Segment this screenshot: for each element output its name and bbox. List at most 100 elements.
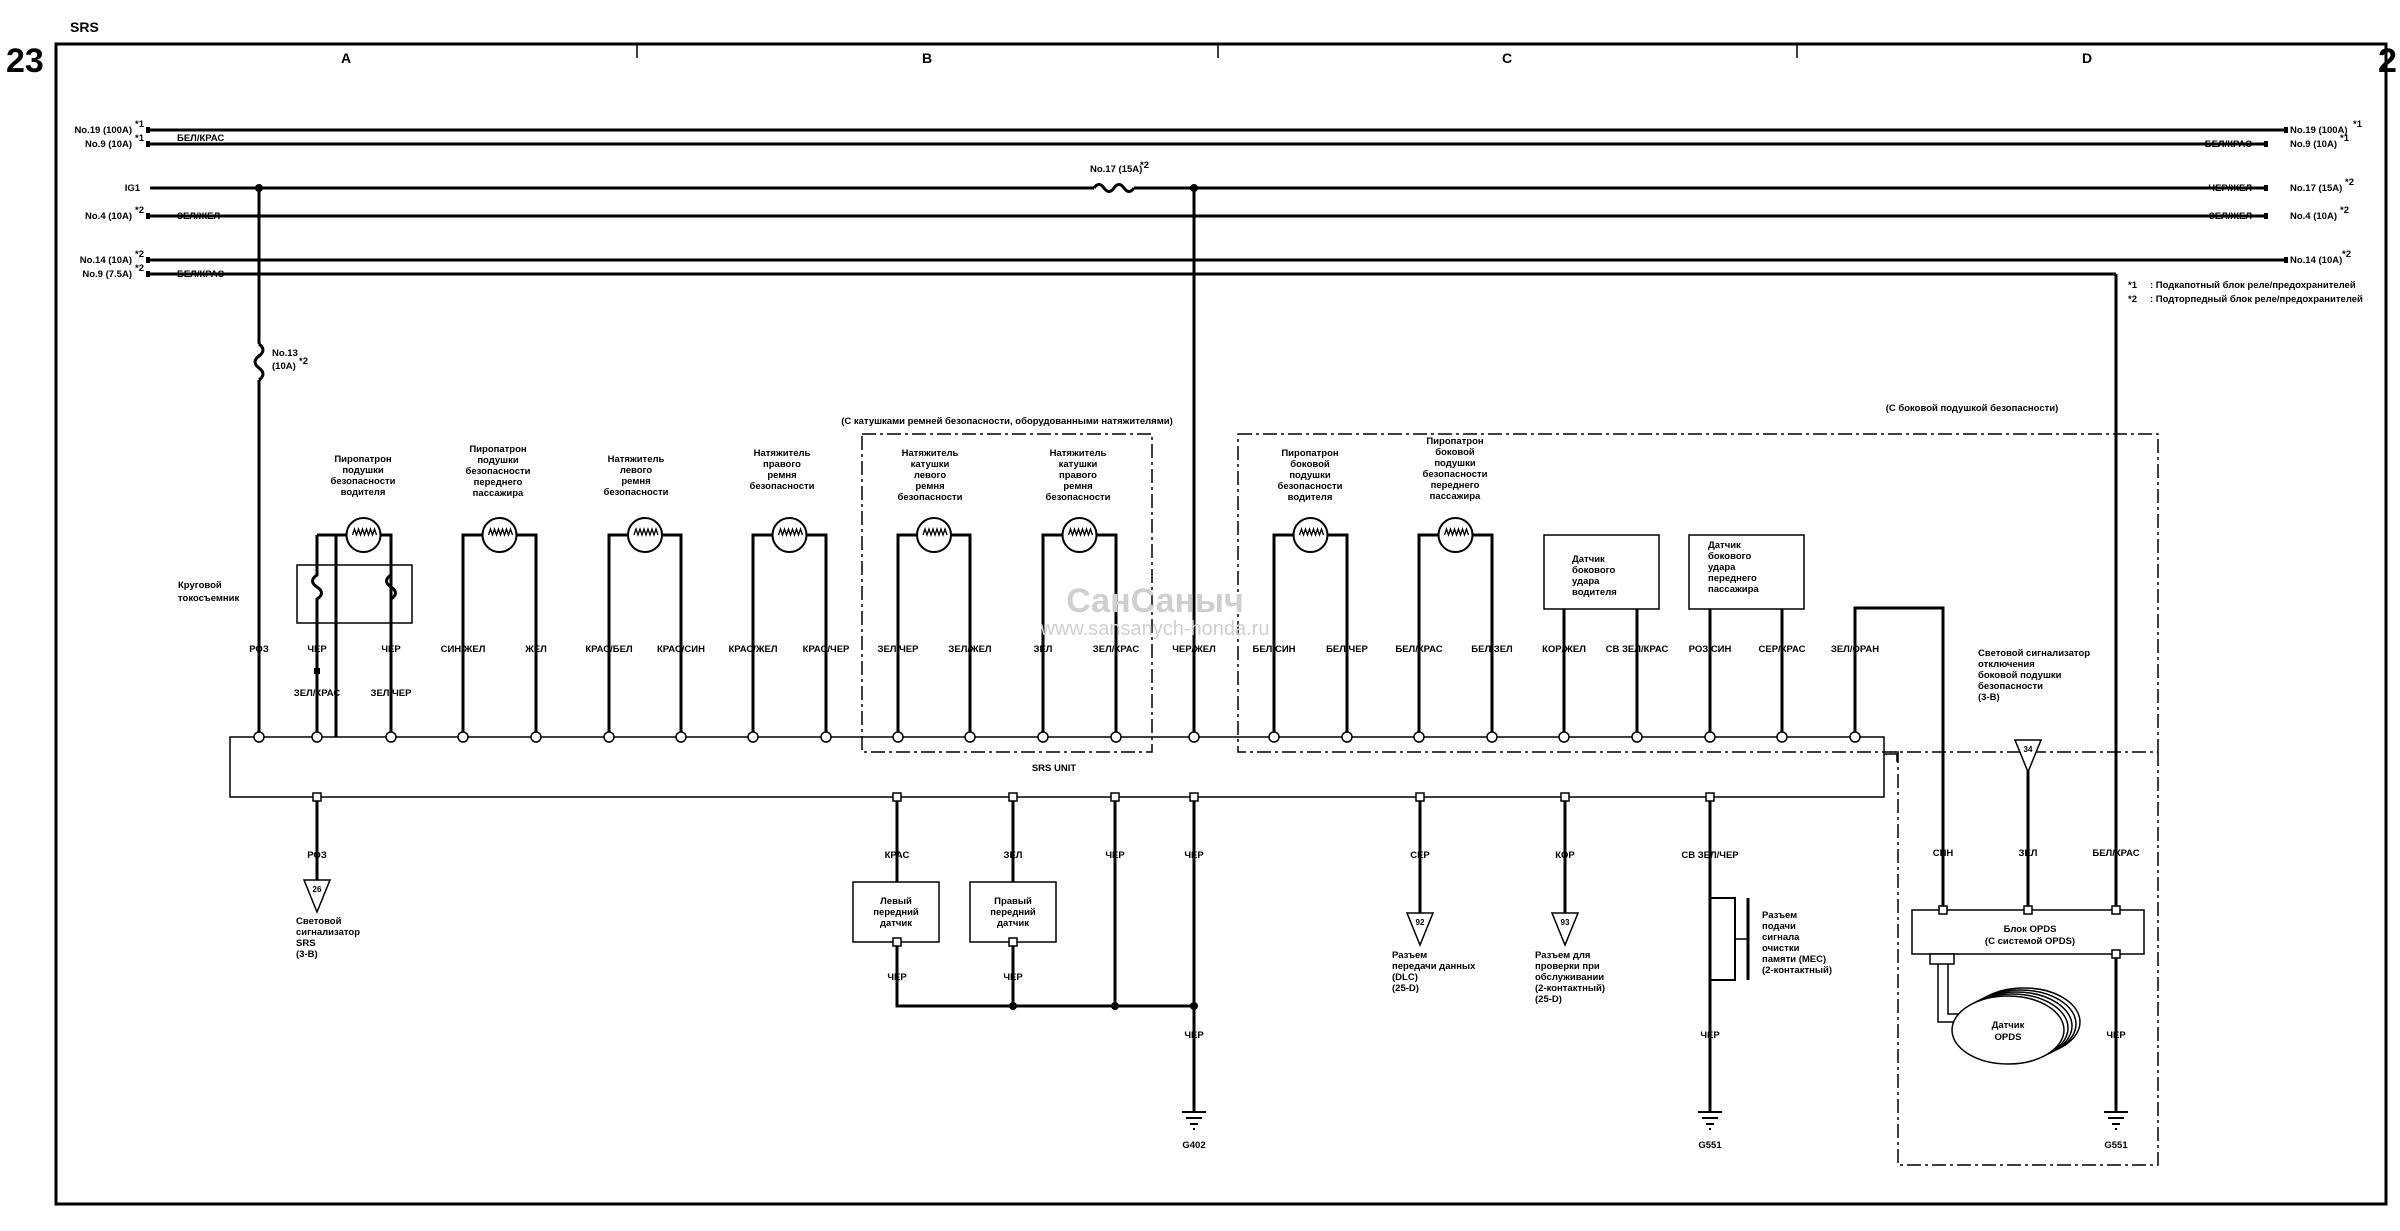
component-label: передачи данных: [1392, 961, 1476, 972]
component-label: (2-контактный): [1535, 983, 1605, 994]
component-label: Натяжитель: [1050, 448, 1107, 459]
component-label: безопасности: [604, 487, 669, 498]
clock-spring-label-2: токосъемник: [178, 593, 239, 604]
rail-right-1-note: *1: [2340, 133, 2350, 144]
component-label: подушки: [1289, 470, 1331, 481]
component-label: переднего: [474, 477, 523, 488]
component-label: подушки: [342, 465, 384, 476]
ground-g551-a: G551: [1698, 1111, 1722, 1151]
wire-label: БЕЛ/КРАС: [1395, 644, 1442, 655]
wire-label: РОЗ: [249, 644, 269, 655]
wire-label: СВ ЗЕЛ/ЧЕР: [1681, 850, 1739, 861]
connector-service-check: 93: [1550, 912, 1580, 947]
pass-side-sensor: [1688, 534, 1805, 610]
diagram-frame: [54, 42, 2388, 1206]
wire-label: СЕР/КРАС: [1759, 644, 1806, 655]
component-label: Натяжитель: [902, 448, 959, 459]
wire-label: РОЗ: [307, 850, 327, 861]
group-side-airbag-label: (С боковой подушкой безопасности): [1886, 403, 2059, 414]
opds-sensor: [1951, 987, 2081, 1065]
coil-pass-airbag: [461, 517, 538, 737]
component-label: подушки: [1434, 458, 1476, 469]
component-label: SRS: [296, 938, 316, 949]
column-label-b: B: [922, 50, 932, 66]
component-label: пассажира: [1430, 491, 1481, 502]
component-label: подачи: [1762, 921, 1796, 932]
rail-right-1-name: No.9 (10A): [2290, 139, 2337, 150]
component-label: Пиропатрон: [1426, 436, 1484, 447]
component-label: водителя: [1572, 587, 1617, 598]
column-label-d: D: [2082, 50, 2092, 66]
terminal: [892, 731, 904, 743]
wire-label: ЧЕР: [1003, 972, 1023, 983]
rail-labels-left: No.19 (100A) *1 No.9 (10A) *1 БЕЛ/КРАС I…: [74, 119, 224, 280]
driver-side-sensor: [1543, 534, 1660, 610]
component-label: боковой: [1435, 447, 1475, 458]
connector-26-num: 26: [313, 885, 322, 894]
component-label: (3-B): [1978, 692, 2000, 703]
legend-text-1: : Подкапотный блок реле/предохранителей: [2150, 280, 2356, 291]
watermark-line2: www.sansanych-honda.ru: [1039, 618, 1269, 640]
terminal: [311, 731, 323, 743]
rail-right-4-note: *2: [2342, 249, 2351, 260]
component-label: передний: [873, 907, 919, 918]
component-label: памяти (MEC): [1762, 954, 1826, 965]
wire-label: СИН/ЖЕЛ: [441, 644, 486, 655]
ground-g402: G402: [1182, 1111, 1206, 1151]
wire-label: ЗЕЛ: [1034, 644, 1053, 655]
component-label: (2-контактный): [1762, 965, 1832, 976]
connector-93-num: 93: [1561, 918, 1570, 927]
terminal: [1341, 731, 1353, 743]
opds-sensor-label-1: Датчик: [1992, 1020, 2025, 1031]
rail-left-4-note: *2: [135, 249, 144, 260]
watermark-line1: СанСаныч: [1066, 582, 1244, 620]
component-label: Световой: [296, 916, 342, 927]
rail-right-1-color: БЕЛ/КРАС: [2205, 139, 2252, 150]
wire-label: ЧЕР: [1700, 1030, 1720, 1041]
rail-right-3-note: *2: [2340, 205, 2349, 216]
component-label: бокового: [1572, 565, 1615, 576]
terminal: [1415, 792, 1425, 802]
component-label: Световой сигнализатор: [1978, 648, 2090, 659]
terminal: [1037, 731, 1049, 743]
top-terminals: [253, 731, 1861, 743]
opds-unit-label-2: (С системой OPDS): [1985, 936, 2075, 947]
wire-label: КРАС/БЕЛ: [585, 644, 633, 655]
component-label: безопасности: [898, 492, 963, 503]
coil-driver-airbag: [334, 517, 393, 737]
srs-unit-label: SRS UNIT: [1032, 763, 1077, 774]
coil-driver-side-airbag: [1272, 517, 1349, 737]
coil-right-tensioner: [751, 517, 828, 737]
rail-left-5-name: No.9 (7.5A): [82, 269, 132, 280]
ground-g551-b: G551: [2104, 1111, 2128, 1151]
wire-label: ЗЕЛ: [2019, 848, 2038, 859]
group-pretensioner-label: (С катушками ремней безопасности, оборуд…: [841, 416, 1173, 427]
terminal: [1413, 731, 1425, 743]
wire-label: БЕЛ/КРАС: [2092, 848, 2139, 859]
component-label: безопасности: [466, 466, 531, 477]
wire-label: КРАС/ЧЕР: [803, 644, 850, 655]
component-label: Правый: [994, 896, 1032, 907]
terminal: [1110, 792, 1120, 802]
component-label: отключения: [1978, 659, 2035, 670]
ground-g551a-label: G551: [1698, 1140, 1722, 1151]
wire-label: КРАС: [885, 850, 910, 861]
terminal: [1849, 731, 1861, 743]
component-label: (25-D): [1392, 983, 1419, 994]
component-label: удара: [1572, 576, 1600, 587]
coil-left-coil-tensioner: [896, 517, 972, 737]
component-label: пассажира: [1708, 584, 1759, 595]
component-label: переднего: [1708, 573, 1757, 584]
wire-label: ЧЕР: [887, 972, 907, 983]
rail-left-3-name: No.4 (10A): [85, 211, 132, 222]
component-label: боковой подушки: [1978, 670, 2062, 681]
wire-label: КОР/ЖЕЛ: [1542, 644, 1586, 655]
terminal: [1008, 792, 1018, 802]
component-label: (25-D): [1535, 994, 1562, 1005]
component-label: безопасности: [750, 481, 815, 492]
rail-left-1-color: БЕЛ/КРАС: [177, 133, 224, 144]
wire-label: ЧЕР: [1184, 850, 1204, 861]
connector-srs-indicator: 26: [302, 879, 332, 914]
terminal: [1776, 731, 1788, 743]
ground-g551b-label: G551: [2104, 1140, 2128, 1151]
